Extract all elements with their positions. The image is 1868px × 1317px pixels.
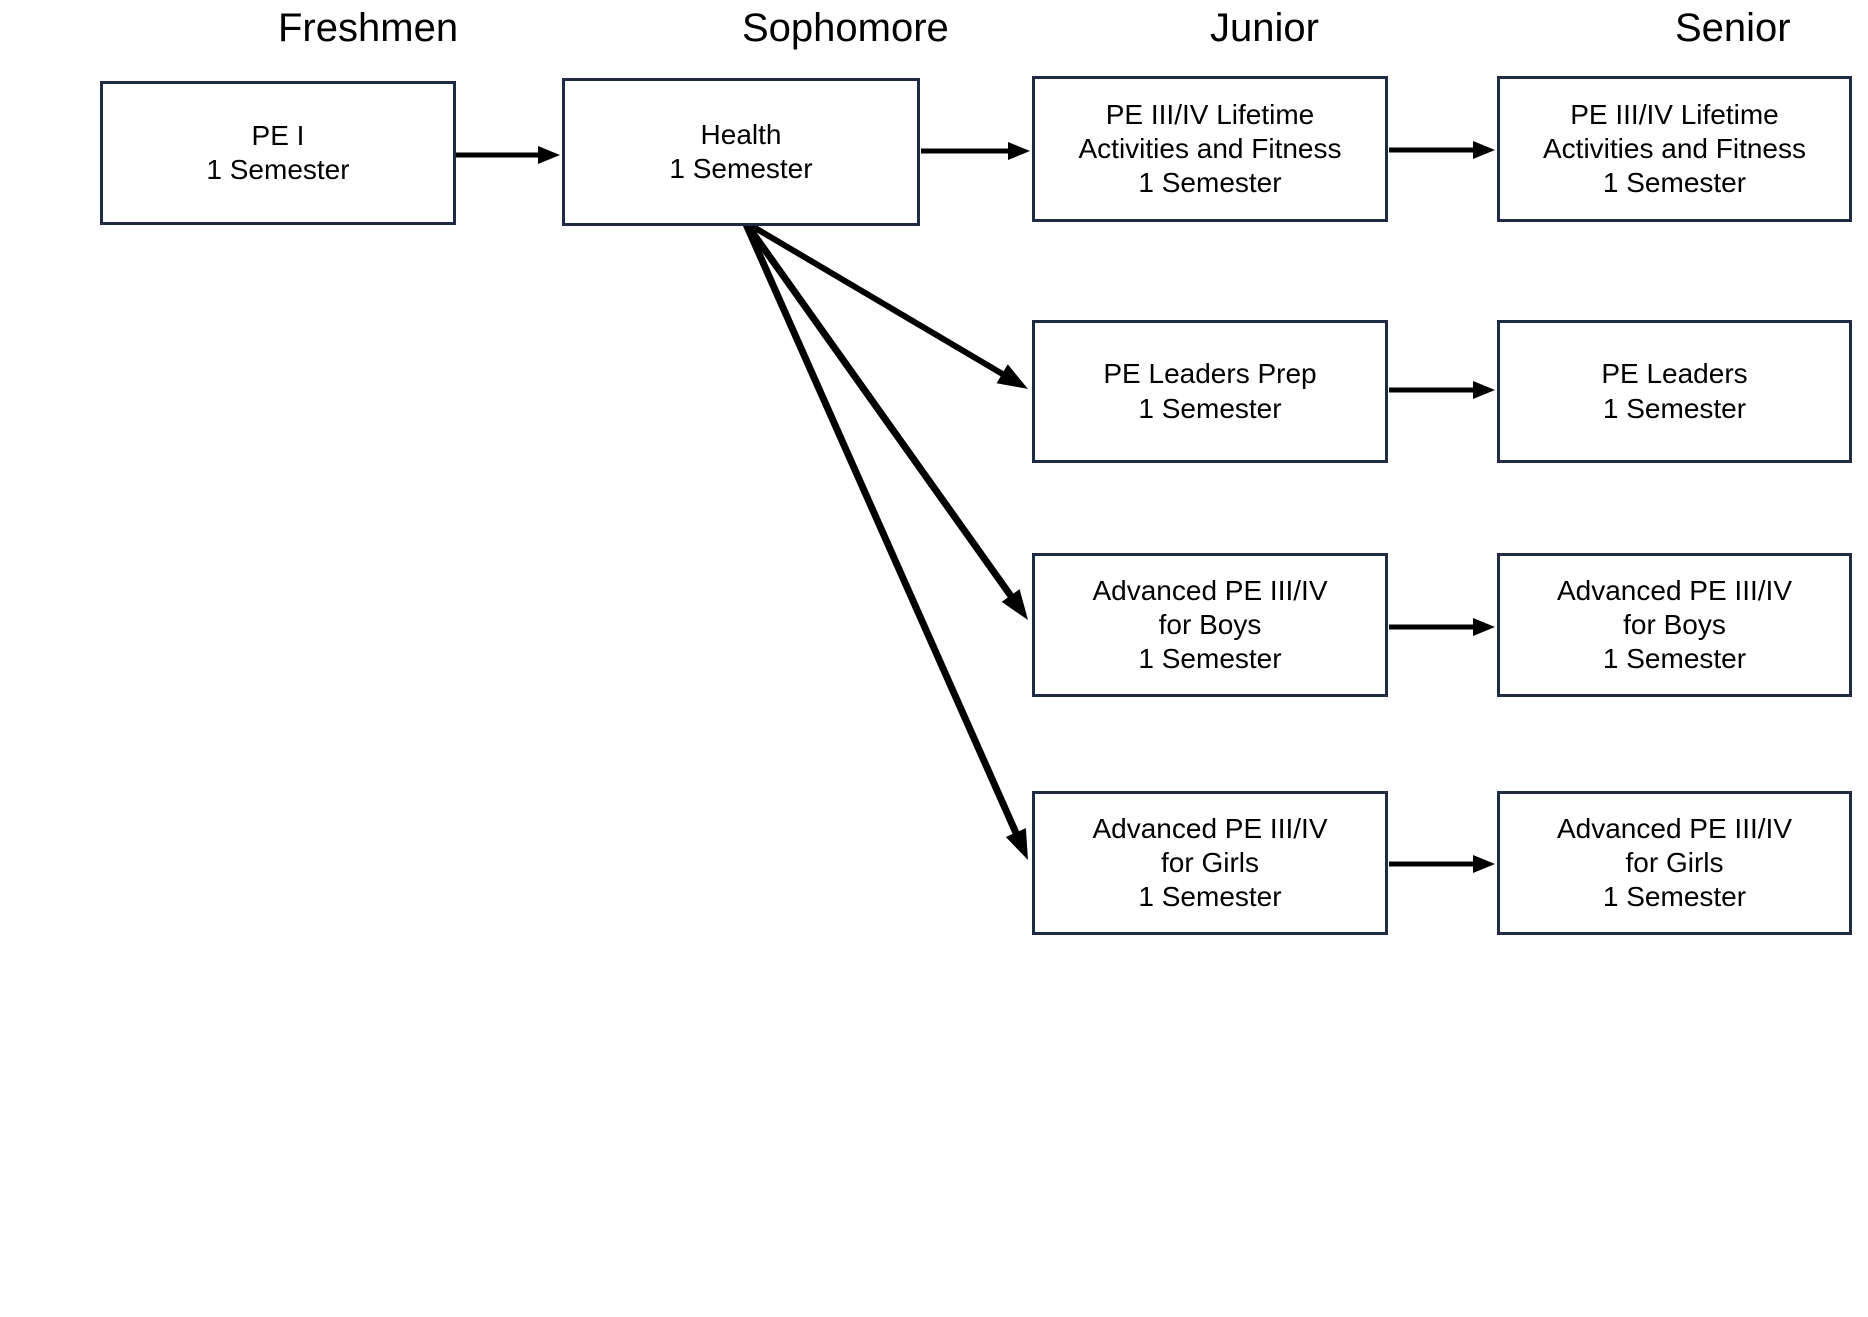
course-box-line: 1 Semester	[1138, 881, 1282, 913]
course-box-line: PE Leaders	[1601, 358, 1748, 390]
arrow-edge-health-advboys	[742, 219, 1028, 620]
course-box-line: for Girls	[1161, 846, 1259, 878]
course-box-line: PE III/IV Lifetime	[1570, 98, 1779, 130]
column-header-label: Freshmen	[278, 6, 459, 50]
course-box-line: Health	[700, 118, 782, 150]
column-header-label: Junior	[1210, 6, 1319, 50]
arrow-edge-health-prep	[743, 219, 1028, 389]
course-box-line: Advanced PE III/IV	[1092, 574, 1328, 606]
arrow-edge-prep-leaders	[1389, 381, 1495, 399]
course-box-line: Advanced PE III/IV	[1556, 812, 1793, 844]
course-box-line: for Girls	[1625, 846, 1724, 878]
course-box-line: 1 Semester	[1602, 167, 1747, 199]
course-box-line: Activities and Fitness	[1543, 132, 1806, 164]
column-header-junior: Junior	[1210, 8, 1319, 48]
course-box-line: 1 Semester	[1602, 392, 1747, 424]
arrow-edge-advboys-advboys	[1389, 618, 1495, 636]
course-box-line: 1 Semester	[1138, 167, 1282, 199]
course-box-line: 1 Semester	[206, 154, 350, 185]
arrow-edge-health-lifetime	[921, 142, 1030, 160]
arrow-edge-pe1-health	[456, 146, 560, 164]
course-box-line: 1 Semester	[1602, 881, 1747, 913]
arrow-edge-advgirls-advgirls	[1389, 855, 1495, 873]
course-box-line: 1 Semester	[1138, 392, 1282, 424]
column-header-sophomore: Sophomore	[742, 8, 949, 48]
column-header-senior: Senior	[1675, 8, 1791, 48]
column-header-label: Senior	[1675, 6, 1791, 50]
column-header-label: Sophomore	[742, 6, 949, 50]
course-box-line: for Boys	[1623, 608, 1726, 640]
course-box-line: PE Leaders Prep	[1103, 358, 1317, 390]
arrow-edge-lifetime-lifetime	[1389, 141, 1495, 159]
course-box-line: Advanced PE III/IV	[1092, 812, 1328, 844]
course-box-line: 1 Semester	[1138, 643, 1282, 675]
course-box-line: PE I	[251, 119, 305, 151]
column-header-freshmen: Freshmen	[278, 8, 458, 48]
arrow-edge-health-advgirls	[741, 220, 1028, 860]
course-box-line: 1 Semester	[1602, 643, 1747, 675]
course-box-line: for Boys	[1158, 608, 1262, 640]
course-box-line: 1 Semester	[669, 153, 813, 184]
course-box-line: Activities and Fitness	[1078, 132, 1342, 164]
course-box-line: PE III/IV Lifetime	[1105, 98, 1315, 130]
course-box-line: Advanced PE III/IV	[1556, 574, 1793, 606]
